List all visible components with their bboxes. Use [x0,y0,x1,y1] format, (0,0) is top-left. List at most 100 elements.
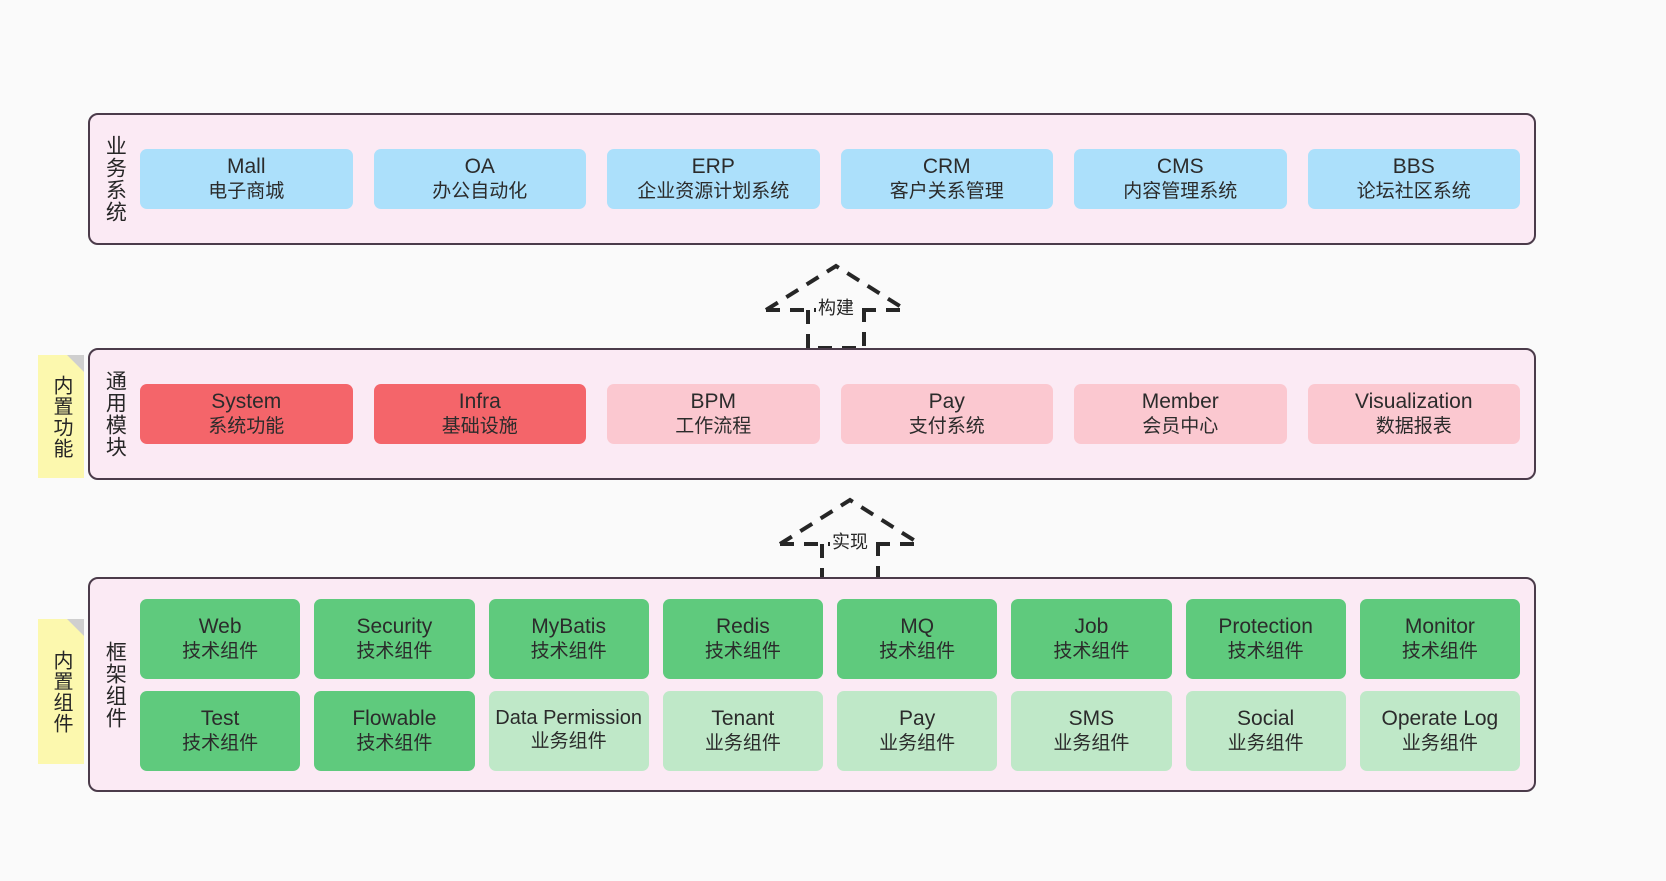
node-subtitle: 业务组件 [1227,732,1304,754]
node-security[interactable]: Security 技术组件 [314,598,475,679]
node-sms[interactable]: SMS 业务组件 [1011,690,1172,771]
node-subtitle: 技术组件 [704,640,781,662]
layer-label-business-system: 业务系统 [103,135,127,223]
connector-implement-arrow [778,497,922,584]
node-title: CRM [922,155,971,178]
node-job[interactable]: Job 技术组件 [1011,598,1172,679]
node-title: OA [464,155,495,178]
node-protection[interactable]: Protection 技术组件 [1185,598,1346,679]
sticky-note-label: 内置组件 [50,649,72,734]
node-subtitle: 工作流程 [675,416,752,438]
node-title: Operate Log [1381,706,1499,730]
node-title: Pay [928,390,965,413]
node-title: Tenant [711,706,775,730]
layer-panel-framework-component: 框架组件 Web 技术组件 Security 技术组件 MyBatis 技术组件… [88,577,1536,792]
node-flowable[interactable]: Flowable 技术组件 [314,690,475,771]
node-erp[interactable]: ERP 企业资源计划系统 [607,149,820,209]
node-monitor[interactable]: Monitor 技术组件 [1359,598,1520,679]
node-title: Member [1141,390,1219,413]
sticky-fold-corner [67,619,84,636]
node-subtitle: 技术组件 [182,640,259,662]
node-subtitle: 基础设施 [441,416,518,438]
node-web[interactable]: Web 技术组件 [140,598,301,679]
node-subtitle: 业务组件 [879,732,956,754]
node-mybatis[interactable]: MyBatis 技术组件 [488,598,649,679]
node-data-permission[interactable]: Data Permission 业务组件 [488,690,649,771]
node-infra[interactable]: Infra 基础设施 [373,384,586,444]
node-subtitle: 业务组件 [530,731,607,753]
node-tenant[interactable]: Tenant 业务组件 [662,690,823,771]
node-pay-component[interactable]: Pay 业务组件 [837,690,998,771]
node-mq[interactable]: MQ 技术组件 [837,598,998,679]
node-visualization[interactable]: Visualization 数据报表 [1307,384,1520,444]
layer-body-framework-component: Web 技术组件 Security 技术组件 MyBatis 技术组件 Redi… [134,579,1534,790]
sticky-note-builtin-function: 内置功能 [38,355,84,478]
node-title: SMS [1068,706,1115,730]
node-subtitle: 内容管理系统 [1123,181,1238,203]
node-title: Redis [716,614,770,638]
node-title: Data Permission [495,707,642,730]
node-subtitle: 支付系统 [908,416,985,438]
connector-build: 构建 [756,258,916,350]
node-subtitle: 办公自动化 [432,181,528,203]
node-subtitle: 技术组件 [1053,640,1130,662]
layer-body-business-system: Mall 电子商城 OA 办公自动化 ERP 企业资源计划系统 CRM 客户关系… [134,115,1534,243]
node-title: Mall [226,155,266,178]
node-operate-log[interactable]: Operate Log 业务组件 [1359,690,1520,771]
node-subtitle: 技术组件 [356,640,433,662]
node-title: ERP [691,155,735,178]
node-title: Infra [458,390,501,413]
connector-build-arrow [764,263,908,350]
node-title: Social [1237,706,1295,730]
node-cms[interactable]: CMS 内容管理系统 [1074,149,1287,209]
node-subtitle: 业务组件 [1401,732,1478,754]
layer-row: System 系统功能 Infra 基础设施 BPM 工作流程 Pay 支付系统… [140,384,1520,444]
sticky-note-label: 内置功能 [50,374,72,459]
connector-implement: 实现 [770,492,930,584]
node-mall[interactable]: Mall 电子商城 [140,149,353,209]
layer-body-common-module: System 系统功能 Infra 基础设施 BPM 工作流程 Pay 支付系统… [134,350,1534,478]
node-subtitle: 技术组件 [356,732,433,754]
node-subtitle: 系统功能 [208,416,285,438]
node-title: BPM [690,390,736,413]
node-title: Test [200,706,240,730]
node-subtitle: 技术组件 [879,640,956,662]
node-subtitle: 论坛社区系统 [1356,181,1471,203]
node-title: System [211,390,282,413]
sticky-note-builtin-component: 内置组件 [38,619,84,764]
node-title: BBS [1392,155,1435,178]
node-subtitle: 业务组件 [704,732,781,754]
connector-build-label: 构建 [816,294,856,320]
node-title: Flowable [352,706,437,730]
layer-panel-common-module: 通用模块 System 系统功能 Infra 基础设施 BPM 工作流程 Pay… [88,348,1536,480]
node-subtitle: 客户关系管理 [889,181,1004,203]
layer-row: Test 技术组件 Flowable 技术组件 Data Permission … [140,690,1520,771]
node-title: MQ [900,614,935,638]
node-member[interactable]: Member 会员中心 [1074,384,1287,444]
node-system[interactable]: System 系统功能 [140,384,353,444]
node-title: Web [198,614,242,638]
node-bpm[interactable]: BPM 工作流程 [607,384,820,444]
node-title: MyBatis [531,614,606,638]
layer-panel-business-system: 业务系统 Mall 电子商城 OA 办公自动化 ERP 企业资源计划系统 CRM… [88,113,1536,245]
node-social[interactable]: Social 业务组件 [1185,690,1346,771]
sticky-fold-corner [67,355,84,372]
node-subtitle: 技术组件 [530,640,607,662]
node-redis[interactable]: Redis 技术组件 [662,598,823,679]
node-crm[interactable]: CRM 客户关系管理 [840,149,1053,209]
node-title: Job [1074,614,1109,638]
node-bbs[interactable]: BBS 论坛社区系统 [1307,149,1520,209]
node-title: Security [356,614,433,638]
node-title: Monitor [1404,614,1475,638]
node-subtitle: 业务组件 [1053,732,1130,754]
node-title: Visualization [1354,390,1473,413]
node-oa[interactable]: OA 办公自动化 [373,149,586,209]
node-subtitle: 数据报表 [1375,416,1452,438]
node-title: Pay [899,706,936,730]
node-title: CMS [1156,155,1204,178]
layer-row: Web 技术组件 Security 技术组件 MyBatis 技术组件 Redi… [140,598,1520,679]
node-pay[interactable]: Pay 支付系统 [840,384,1053,444]
node-subtitle: 技术组件 [1227,640,1304,662]
node-test[interactable]: Test 技术组件 [140,690,301,771]
